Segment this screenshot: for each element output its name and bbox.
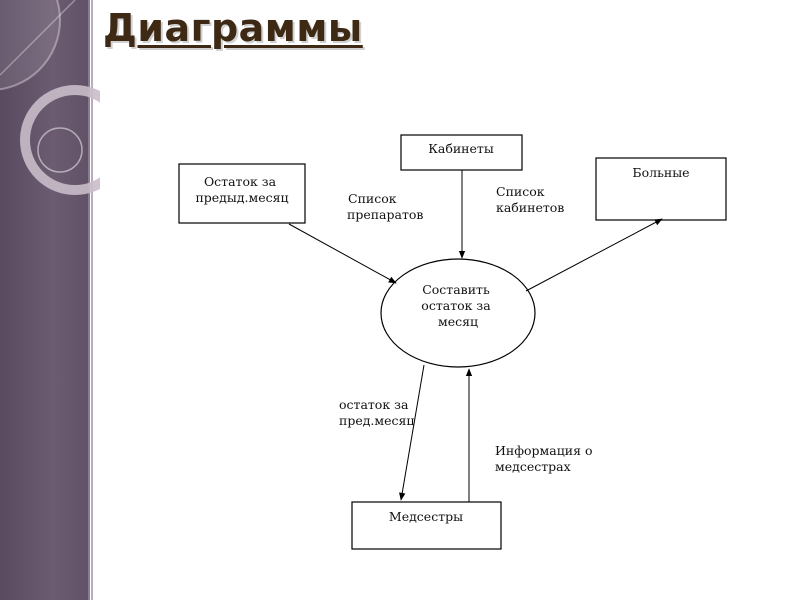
- node-process-ellipse: [380, 258, 536, 368]
- node-rooms-label: Кабинеты: [428, 141, 494, 156]
- node-process-label: Составить остаток за месяц: [421, 282, 494, 329]
- sidebar-border-line: [88, 0, 90, 600]
- arrow-process-to-nurses: [399, 364, 425, 501]
- node-patients-label: Больные: [632, 165, 689, 180]
- node-remainder-prev-box: [178, 163, 306, 224]
- node-nurses-label: Медсестры: [389, 509, 463, 524]
- decorative-circles: [0, 0, 100, 195]
- arrow-process-to-patients: [525, 218, 663, 292]
- node-remainder-prev-label: Остаток за предыд.месяц: [195, 174, 288, 205]
- flow-label-drug-list: Список препаратов: [347, 191, 423, 222]
- node-nurses-box: [351, 501, 502, 550]
- arrow-drugs-to-process: [288, 223, 397, 284]
- flow-label-remainder-prev-month: остаток за пред.месяц: [339, 397, 414, 428]
- flow-label-nurse-info: Информация о медсестрах: [495, 443, 596, 474]
- page-title: Диаграммы: [103, 6, 363, 50]
- flow-label-room-list: Список кабинетов: [496, 184, 564, 215]
- sidebar-border-line: [91, 0, 93, 600]
